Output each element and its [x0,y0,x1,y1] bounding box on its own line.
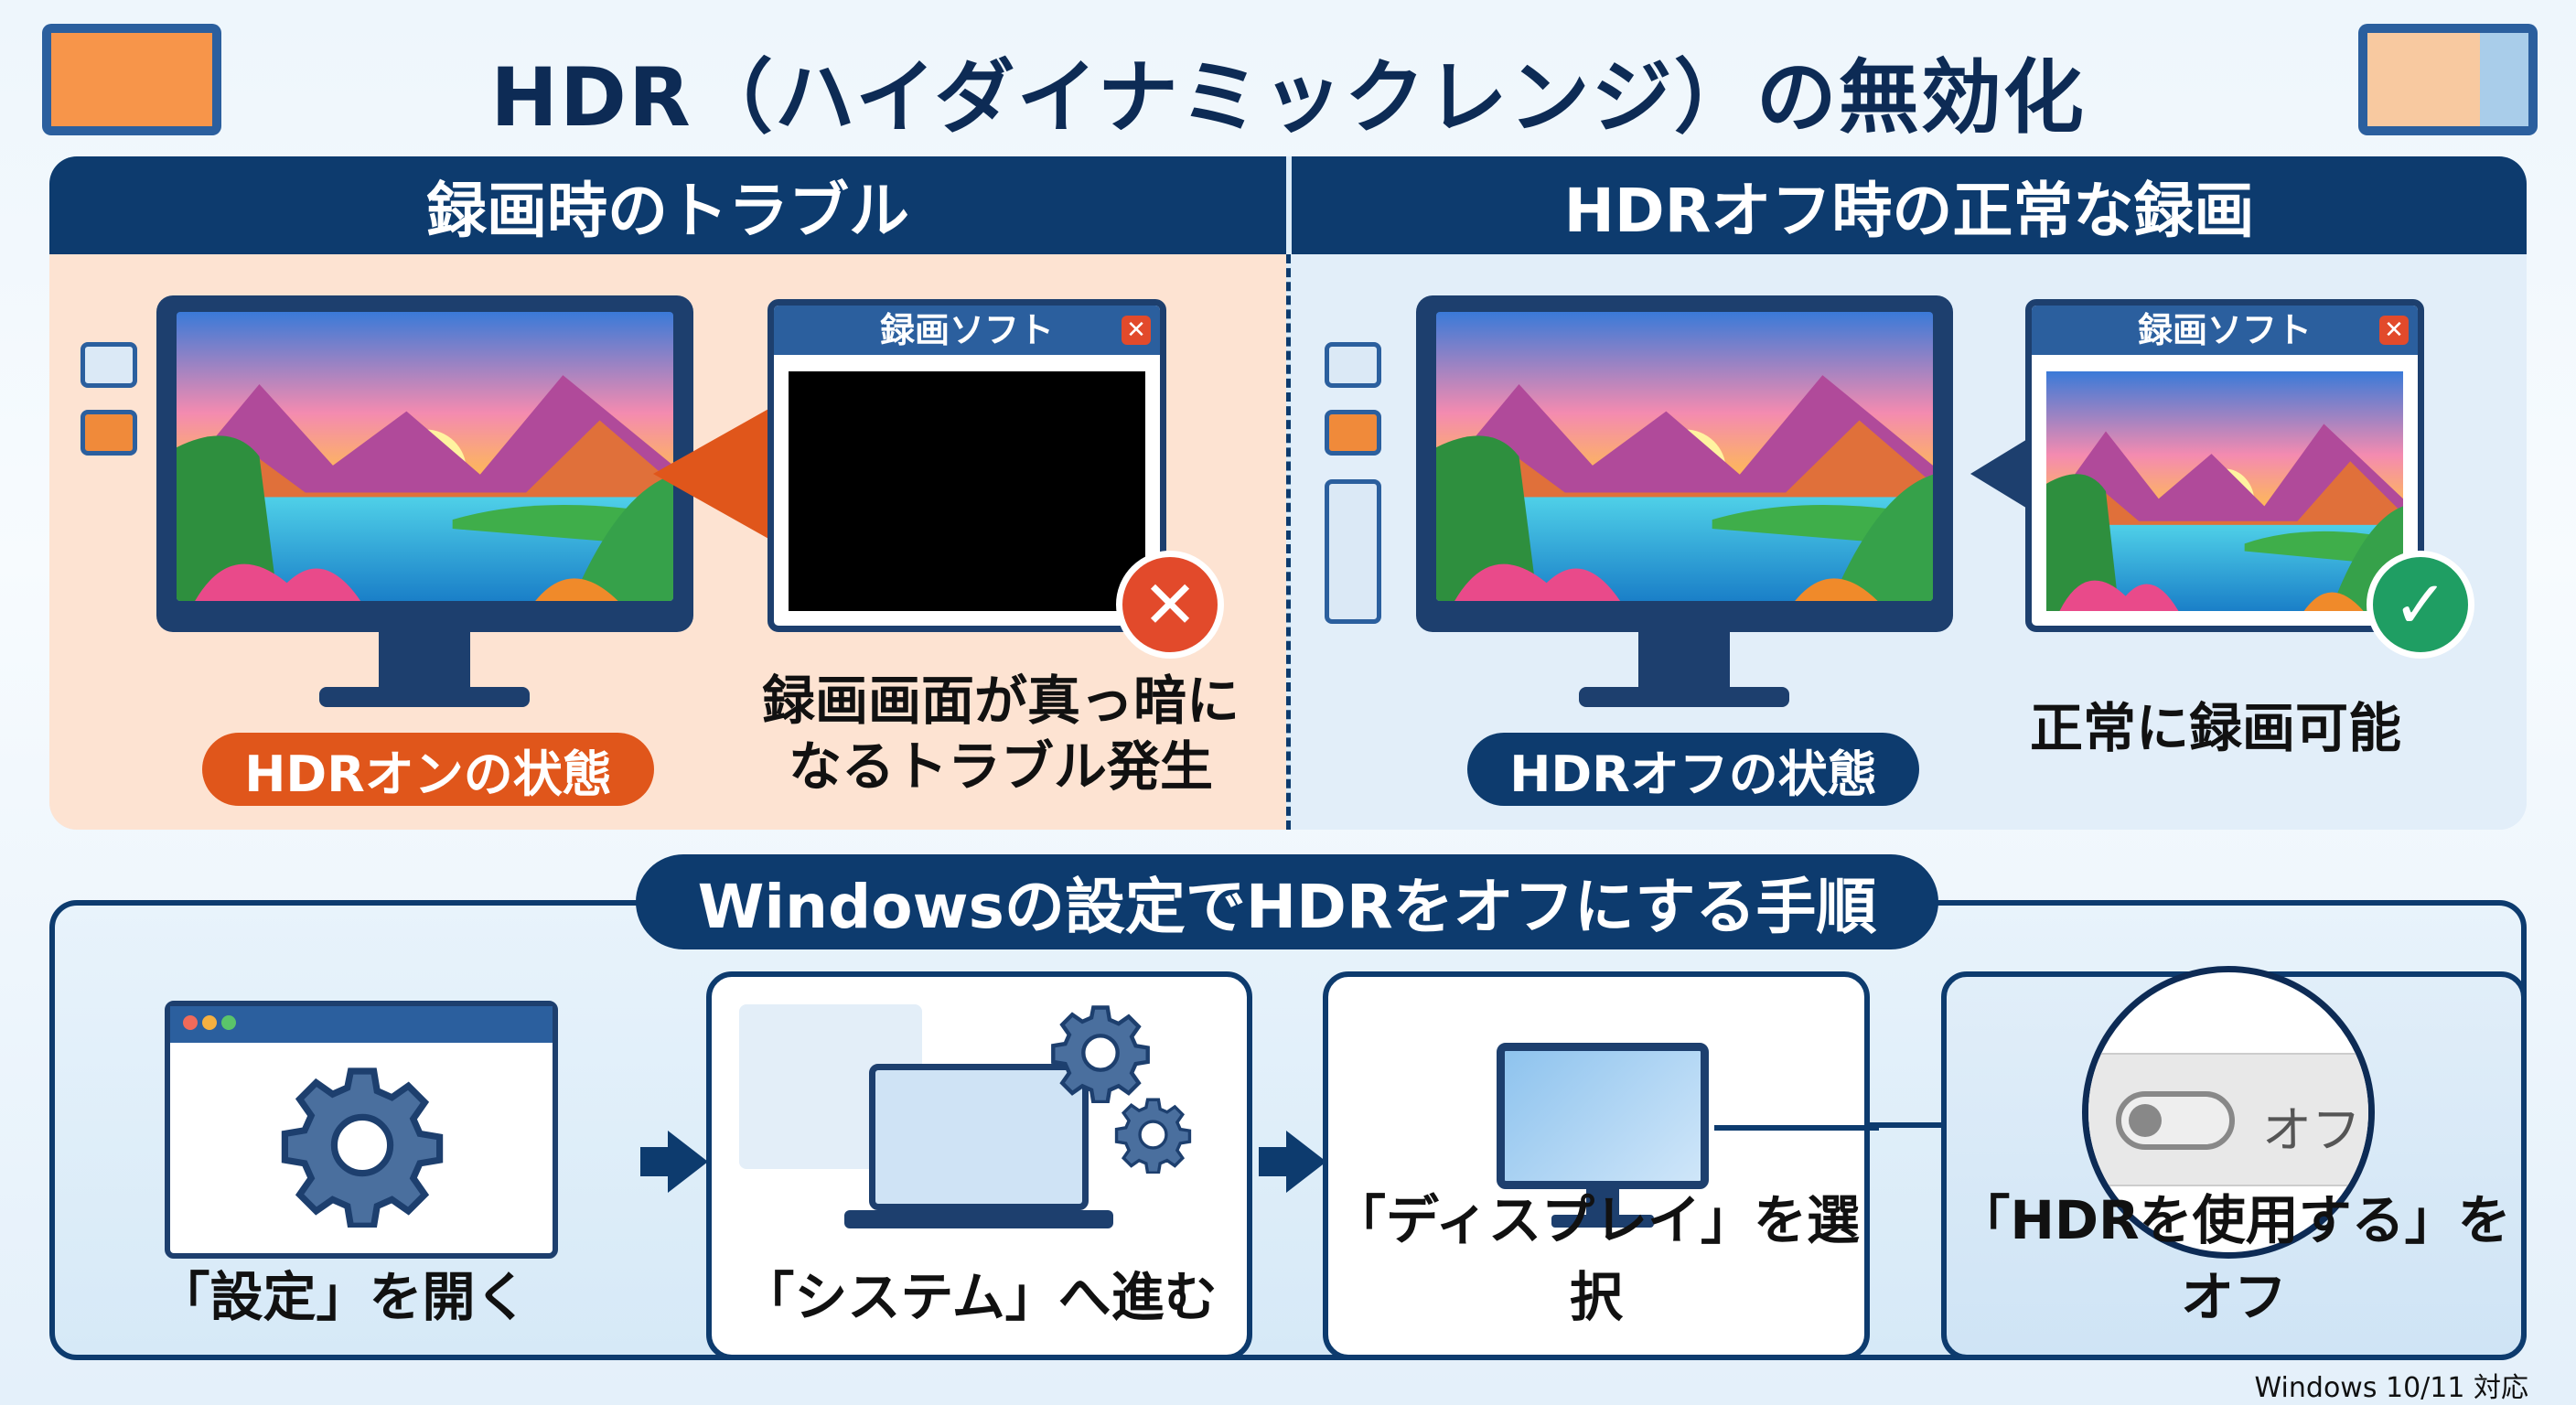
step-label: 「HDRを使用する」をオフ [1957,1189,2511,1328]
step-label: 「システム」へ進む [741,1266,1218,1328]
step-arrow-icon [640,1131,708,1193]
close-icon[interactable]: ✕ [2379,316,2409,345]
monitor-stand [1586,1189,1619,1217]
gear-icon [1114,1096,1192,1174]
trouble-section: 録画ソフト ✕ ✕ HDRオンの状態 録画画面が真っ暗に なるトラブル発生 [49,254,1286,830]
window-title: 録画ソフト [879,310,1054,350]
comparison-panel: 録画時のトラブル HDRオフ時の正常な録画 録画ソフト ✕ ✕ HDRオンの状態 … [49,156,2527,830]
close-icon[interactable]: ✕ [1122,316,1151,345]
recorded-landscape-image [2046,371,2403,611]
landscape-image [177,312,673,601]
normal-section: 録画ソフト ✕ ✓ HDRオフの状態 正常に録画可能 [1292,254,2527,830]
monitor-icon [1497,1043,1709,1189]
connector-line [1714,1125,1879,1131]
page-title: HDR（ハイダイナミックレンジ）の無効化 [490,50,2086,145]
landscape-image [1436,312,1933,601]
settings-window-icon [165,1001,558,1259]
hdr-on-status-pill: HDRオンの状態 [202,733,654,806]
caption-line: なるトラブル発生 [788,735,1213,798]
screen-icon [1325,342,1381,388]
laptop-icon [869,1064,1089,1210]
trouble-caption: 録画画面が真っ暗に なるトラブル発生 [717,668,1284,799]
footer-note: Windows 10/11 対応 [2254,1372,2528,1404]
camera-icon [80,410,137,456]
screen-icon [80,342,137,388]
normal-header: HDRオフ時の正常な録画 [1292,156,2527,254]
hdr-toggle-switch[interactable] [2116,1091,2235,1150]
gear-icon [1050,1003,1151,1103]
recording-software-window: 録画ソフト ✕ [2025,299,2424,632]
pointer-triangle-icon [653,408,770,540]
trouble-header: 録画時のトラブル [49,156,1286,254]
decor-monitor-right-icon [2358,24,2538,135]
step-system: 「システム」へ進む [706,971,1252,1360]
zoom-circle: オフ [2082,966,2375,1259]
step-arrow-icon [1259,1131,1326,1193]
decor-monitor-left-icon [42,24,221,135]
divider [1286,254,1291,830]
laptop-base [844,1210,1113,1228]
monitor-base [1551,1215,1654,1228]
window-title: 録画ソフト [2137,310,2312,350]
step-label: 「ディスプレイ」を選択 [1333,1189,1860,1328]
pc-tower-icon [1325,479,1381,624]
step-display: 「ディスプレイ」を選択 [1323,971,1879,1360]
step-label: 「設定」を開く [156,1266,529,1328]
recording-software-window: 録画ソフト ✕ [767,299,1166,632]
check-circle-icon: ✓ [2367,551,2474,659]
hdr-on-monitor [156,295,693,707]
step-hdr-toggle: オフ 「HDRを使用する」をオフ [1941,966,2527,1360]
caption-line: 録画画面が真っ暗に [761,670,1240,732]
hdr-off-status-pill: HDRオフの状態 [1467,733,1919,806]
black-screen [789,371,1145,611]
hdr-off-monitor [1416,295,1953,707]
x-circle-icon: ✕ [1116,551,1224,659]
step-open-settings: 「設定」を開く [49,971,636,1360]
steps-title: Windowsの設定でHDRをオフにする手順 [636,854,1938,949]
gear-icon [280,1063,445,1228]
camera-icon [1325,410,1381,456]
toggle-state-label: オフ [2262,1101,2361,1159]
normal-caption: 正常に録画可能 [2029,697,2401,759]
